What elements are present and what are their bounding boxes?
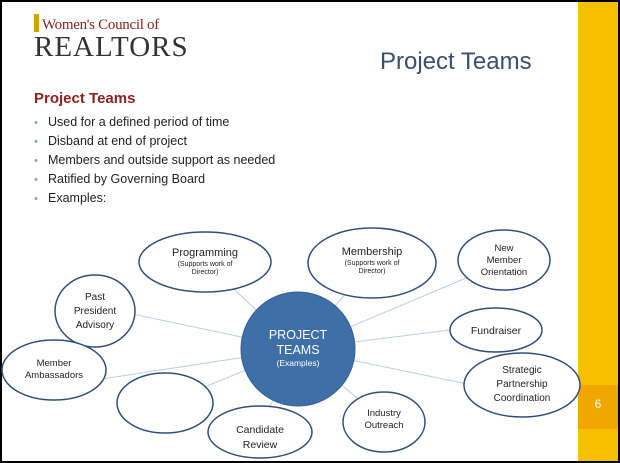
bullet-dot-icon: • <box>34 193 38 205</box>
svg-text:TEAMS: TEAMS <box>276 343 319 357</box>
bubble-strategic-partnership: Strategic Partnership Coordination <box>463 352 581 418</box>
bubble-member-ambassadors: Member Ambassadors <box>1 339 107 401</box>
svg-text:Orientation: Orientation <box>481 267 527 278</box>
svg-text:Partnership: Partnership <box>496 379 548 390</box>
bullet-item: •Ratified by Governing Board <box>34 170 275 189</box>
bullet-dot-icon: • <box>34 117 38 129</box>
accent-sidebar <box>578 2 618 461</box>
bubble-fundraiser: Fundraiser <box>449 307 543 353</box>
svg-text:Coordination: Coordination <box>494 393 551 404</box>
slide-title: Project Teams <box>380 48 532 75</box>
bubble-membership: Membership (Supports work of Director) <box>307 227 437 299</box>
bullet-item: •Members and outside support as needed <box>34 151 275 170</box>
svg-text:Membership: Membership <box>342 246 403 258</box>
svg-text:(Supports work of: (Supports work of <box>345 260 400 267</box>
svg-text:Advisory: Advisory <box>76 320 114 331</box>
bullet-item: •Disband at end of project <box>34 132 275 151</box>
svg-text:Member: Member <box>37 358 72 369</box>
svg-text:Programming: Programming <box>172 247 238 259</box>
svg-text:Strategic: Strategic <box>502 365 541 376</box>
bullet-item: •Used for a defined period of time <box>34 113 275 132</box>
bullet-dot-icon: • <box>34 174 38 186</box>
bullet-item: •Examples: <box>34 189 275 208</box>
svg-text:Review: Review <box>243 439 278 451</box>
svg-text:Director): Director) <box>359 268 386 275</box>
svg-text:Industry: Industry <box>367 408 401 419</box>
svg-text:President: President <box>74 306 116 317</box>
svg-text:New: New <box>494 243 513 254</box>
bubble-new-member-orientation: New Member Orientation <box>457 229 551 291</box>
svg-text:Past: Past <box>85 292 105 303</box>
realtors-logo: Women's Council of REALTORS <box>34 14 188 70</box>
logo-main-text: REALTORS <box>34 31 189 63</box>
logo-gold-mark <box>34 14 39 32</box>
section-heading: Project Teams <box>34 90 136 107</box>
hub-project-teams: PROJECT TEAMS (Examples) <box>240 291 356 407</box>
bubble-programming: Programming (Supports work of Director) <box>138 231 272 293</box>
svg-text:Fundraiser: Fundraiser <box>471 325 522 337</box>
svg-text:Director): Director) <box>192 269 219 276</box>
page-number: 6 <box>594 397 602 411</box>
logo-top-text: Women's Council of <box>42 17 159 33</box>
bubble-empty <box>116 372 214 434</box>
bullet-dot-icon: • <box>34 136 38 148</box>
svg-text:Ambassadors: Ambassadors <box>25 370 83 381</box>
bubble-past-president-advisory: Past President Advisory <box>54 274 136 348</box>
bullet-list: •Used for a defined period of time •Disb… <box>34 113 275 208</box>
svg-text:(Examples): (Examples) <box>277 358 320 368</box>
svg-text:Candidate: Candidate <box>236 424 284 436</box>
svg-text:Outreach: Outreach <box>364 420 403 431</box>
svg-text:PROJECT: PROJECT <box>269 328 328 342</box>
page-number-box <box>578 385 618 429</box>
bullet-dot-icon: • <box>34 155 38 167</box>
svg-text:Member: Member <box>487 255 522 266</box>
svg-text:(Supports work of: (Supports work of <box>178 261 233 268</box>
bubble-industry-outreach: Industry Outreach <box>342 391 426 453</box>
bubble-candidate-review: Candidate Review <box>207 405 313 459</box>
